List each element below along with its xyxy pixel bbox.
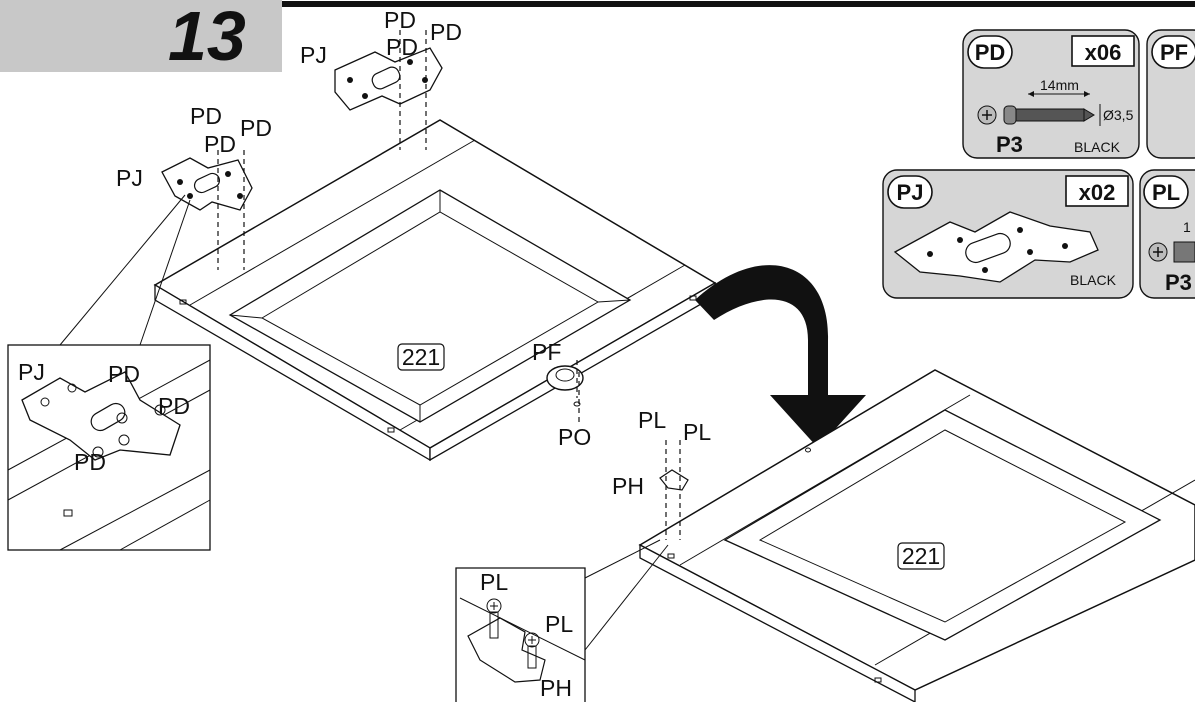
label-pl-1: PL [638, 407, 666, 433]
label-pd-left-2: PD [204, 131, 236, 157]
label-pl-detail-2: PL [545, 611, 573, 637]
step-number: 13 [168, 0, 246, 75]
door-upper-part-box [397, 343, 445, 371]
legend-pl-screw-type: P3 [1165, 270, 1192, 295]
door-lower-part-box [897, 542, 945, 570]
label-pd-top-2: PD [386, 34, 418, 60]
legend-pd-qty: x06 [1085, 40, 1122, 65]
label-pl-detail-1: PL [480, 569, 508, 595]
step-header: 13 [0, 0, 1195, 75]
label-pd-detail-3: PD [74, 449, 106, 475]
step-number-box [0, 0, 282, 72]
hinge-top: PJ PD PD PD [300, 7, 462, 150]
label-pd-left-3: PD [240, 115, 272, 141]
label-pd-detail-1: PD [108, 361, 140, 387]
detail-hinge: PJ PD PD PD [7, 344, 211, 551]
label-pd-left-1: PD [190, 103, 222, 129]
legend-pf: PF [1146, 29, 1195, 159]
label-pf: PF [532, 339, 561, 365]
label-pj-left: PJ [116, 165, 143, 191]
label-pd-top-1: PD [384, 7, 416, 33]
legend-pd-screw-type: P3 [996, 132, 1023, 157]
legend-pd-finish: BLACK [1074, 139, 1121, 155]
door-lower-part-number: 221 [902, 543, 940, 569]
label-ph: PH [612, 473, 644, 499]
label-pd-top-3: PD [430, 19, 462, 45]
legend-pl-length: 1 [1183, 219, 1191, 235]
label-pl-2: PL [683, 419, 711, 445]
catch-plate [659, 469, 689, 491]
door-lower: 221 PL PL PH [584, 369, 1195, 702]
label-ph-detail: PH [540, 675, 572, 701]
flip-arrow [695, 265, 866, 448]
hinge-left: PJ PD PD PD [59, 103, 272, 346]
legend-pl-code: PL [1152, 180, 1180, 205]
legend-pd-length: 14mm [1040, 77, 1079, 93]
legend-pj: PJ x02 BLACK [882, 169, 1134, 299]
legend-pd: PD x06 14mm Ø3,5 P3 BLACK [962, 29, 1140, 159]
label-pj-top: PJ [300, 42, 327, 68]
door-upper-part-number: 221 [402, 344, 440, 370]
legend-pj-code: PJ [897, 180, 924, 205]
legend-pj-qty: x02 [1079, 180, 1116, 205]
legend-pl: PL 1 P3 [1139, 169, 1195, 299]
legend-pd-code: PD [975, 40, 1006, 65]
legend-pj-finish: BLACK [1070, 272, 1117, 288]
label-po: PO [558, 424, 591, 450]
label-pd-detail-2: PD [158, 393, 190, 419]
detail-catch: PL PL PH [455, 567, 586, 702]
legend-pd-diameter: Ø3,5 [1103, 107, 1134, 123]
legend-pf-code: PF [1160, 40, 1188, 65]
label-pj-detail: PJ [18, 359, 45, 385]
